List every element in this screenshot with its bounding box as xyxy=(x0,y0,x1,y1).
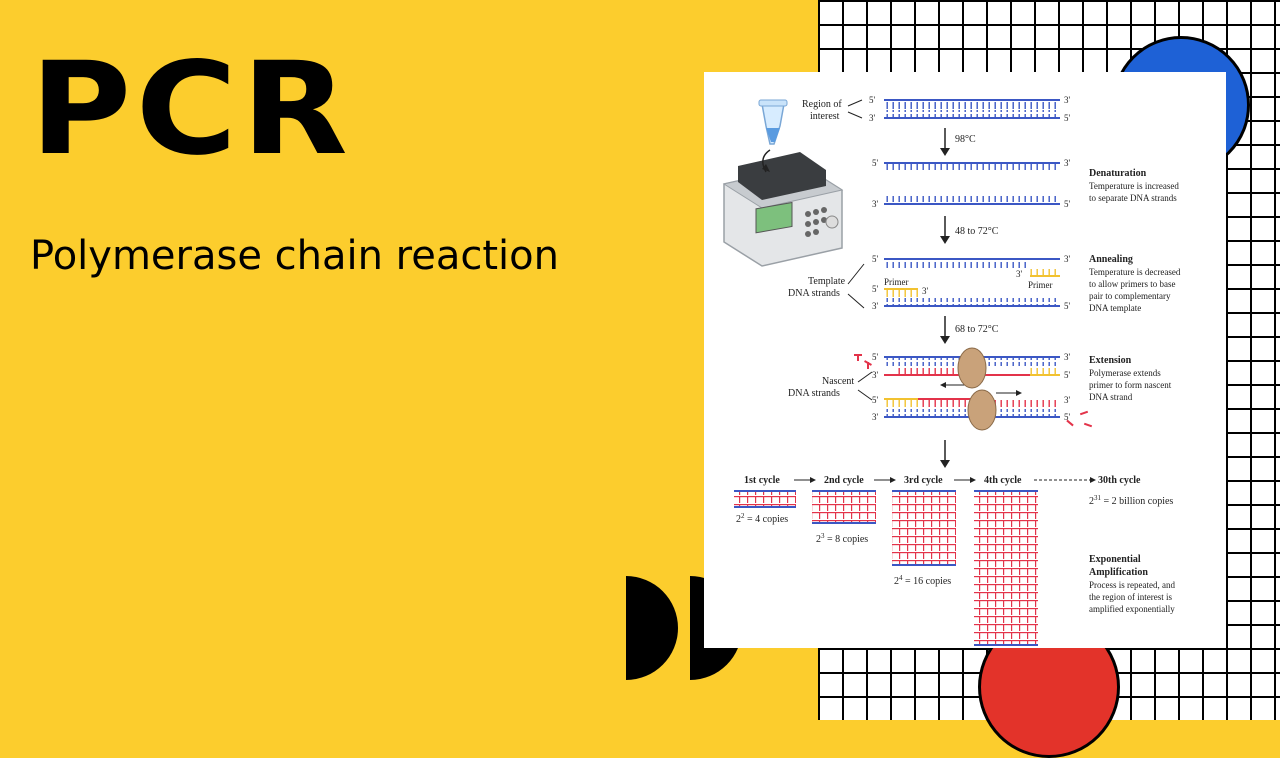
svg-text:the region of interest is: the region of interest is xyxy=(1089,592,1172,602)
svg-text:Temperature is decreased: Temperature is decreased xyxy=(1089,267,1181,277)
amplification-title: Amplification xyxy=(1089,567,1148,578)
primer-label: Primer xyxy=(884,277,909,287)
primer-label: Primer xyxy=(1028,280,1053,290)
svg-text:DNA strand: DNA strand xyxy=(1089,392,1133,402)
thermocycler-icon xyxy=(722,152,844,267)
svg-text:3': 3' xyxy=(1016,269,1023,279)
svg-text:to allow primers to base: to allow primers to base xyxy=(1089,279,1175,289)
double-strand-dna xyxy=(884,99,1060,119)
pcr-diagram: Region of interest 5' 3' 3' 5' 98°C 5' 3… xyxy=(704,72,1226,648)
nascent-label-line1: Nascent xyxy=(822,376,854,387)
svg-text:Polymerase extends: Polymerase extends xyxy=(1089,368,1161,378)
svg-text:3': 3' xyxy=(869,113,876,123)
svg-text:Temperature is increased: Temperature is increased xyxy=(1089,181,1179,191)
svg-text:5': 5' xyxy=(1064,199,1071,209)
svg-text:3': 3' xyxy=(872,301,879,311)
svg-text:amplified exponentially: amplified exponentially xyxy=(1089,604,1175,614)
svg-text:5': 5' xyxy=(1064,412,1071,422)
template-label-line1: Template xyxy=(808,276,846,287)
copy-count: 22 = 4 copies xyxy=(736,512,788,525)
copy-stack-2nd xyxy=(812,490,876,524)
svg-text:5': 5' xyxy=(869,95,876,105)
copy-count: 23 = 8 copies xyxy=(816,532,868,545)
cycle-label: 4th cycle xyxy=(984,475,1022,486)
copy-stack-3rd xyxy=(892,490,956,566)
svg-text:pair to complementary: pair to complementary xyxy=(1089,291,1171,301)
anneal-temp: 48 to 72°C xyxy=(955,226,999,237)
black-half-circle-decoration xyxy=(626,576,678,680)
nascent-label-line2: DNA strands xyxy=(788,388,840,399)
svg-text:5': 5' xyxy=(1064,370,1071,380)
cycle-label: 30th cycle xyxy=(1098,475,1141,486)
svg-text:3': 3' xyxy=(1064,95,1071,105)
svg-text:3': 3' xyxy=(1064,352,1071,362)
svg-text:3': 3' xyxy=(922,286,929,296)
polymerase-icon xyxy=(957,347,997,431)
slide-title: PCR xyxy=(30,35,353,184)
svg-text:3': 3' xyxy=(872,370,879,380)
svg-text:5': 5' xyxy=(1064,301,1071,311)
free-nucleotides xyxy=(854,354,1093,428)
region-label-line2: interest xyxy=(810,111,840,122)
denature-temp: 98°C xyxy=(955,134,976,145)
svg-text:to separate DNA strands: to separate DNA strands xyxy=(1089,193,1177,203)
svg-text:5': 5' xyxy=(872,158,879,168)
copy-stack-4th xyxy=(974,490,1038,646)
cycle-label: 2nd cycle xyxy=(824,475,864,486)
svg-text:5': 5' xyxy=(872,352,879,362)
svg-text:5': 5' xyxy=(872,254,879,264)
svg-text:3': 3' xyxy=(1064,158,1071,168)
svg-text:3': 3' xyxy=(1064,395,1071,405)
slide-subtitle: Polymerase chain reaction xyxy=(30,233,559,279)
svg-text:Process is repeated, and: Process is repeated, and xyxy=(1089,580,1175,590)
extend-temp: 68 to 72°C xyxy=(955,324,999,335)
amplification-title: Exponential xyxy=(1089,554,1141,565)
cycle-label: 1st cycle xyxy=(744,475,780,486)
svg-text:3': 3' xyxy=(1064,254,1071,264)
copy-count: 24 = 16 copies xyxy=(894,574,951,587)
template-label-line2: DNA strands xyxy=(788,288,840,299)
svg-text:primer to form nascent: primer to form nascent xyxy=(1089,380,1172,390)
svg-text:3': 3' xyxy=(872,199,879,209)
copy-stack-1st xyxy=(734,490,796,508)
pcr-diagram-svg: Region of interest 5' 3' 3' 5' 98°C 5' 3… xyxy=(722,95,1181,646)
step-title-denaturation: Denaturation xyxy=(1089,168,1147,179)
svg-text:DNA template: DNA template xyxy=(1089,303,1141,313)
svg-text:5': 5' xyxy=(872,284,879,294)
copy-count: 231 = 2 billion copies xyxy=(1089,494,1173,507)
step-title-annealing: Annealing xyxy=(1089,254,1133,265)
cycle-label: 3rd cycle xyxy=(904,475,943,486)
svg-text:5': 5' xyxy=(1064,113,1071,123)
region-label-line1: Region of xyxy=(802,99,842,110)
svg-text:3': 3' xyxy=(872,412,879,422)
pcr-tube-icon xyxy=(758,99,788,145)
step-title-extension: Extension xyxy=(1089,355,1132,366)
svg-text:5': 5' xyxy=(872,395,879,405)
